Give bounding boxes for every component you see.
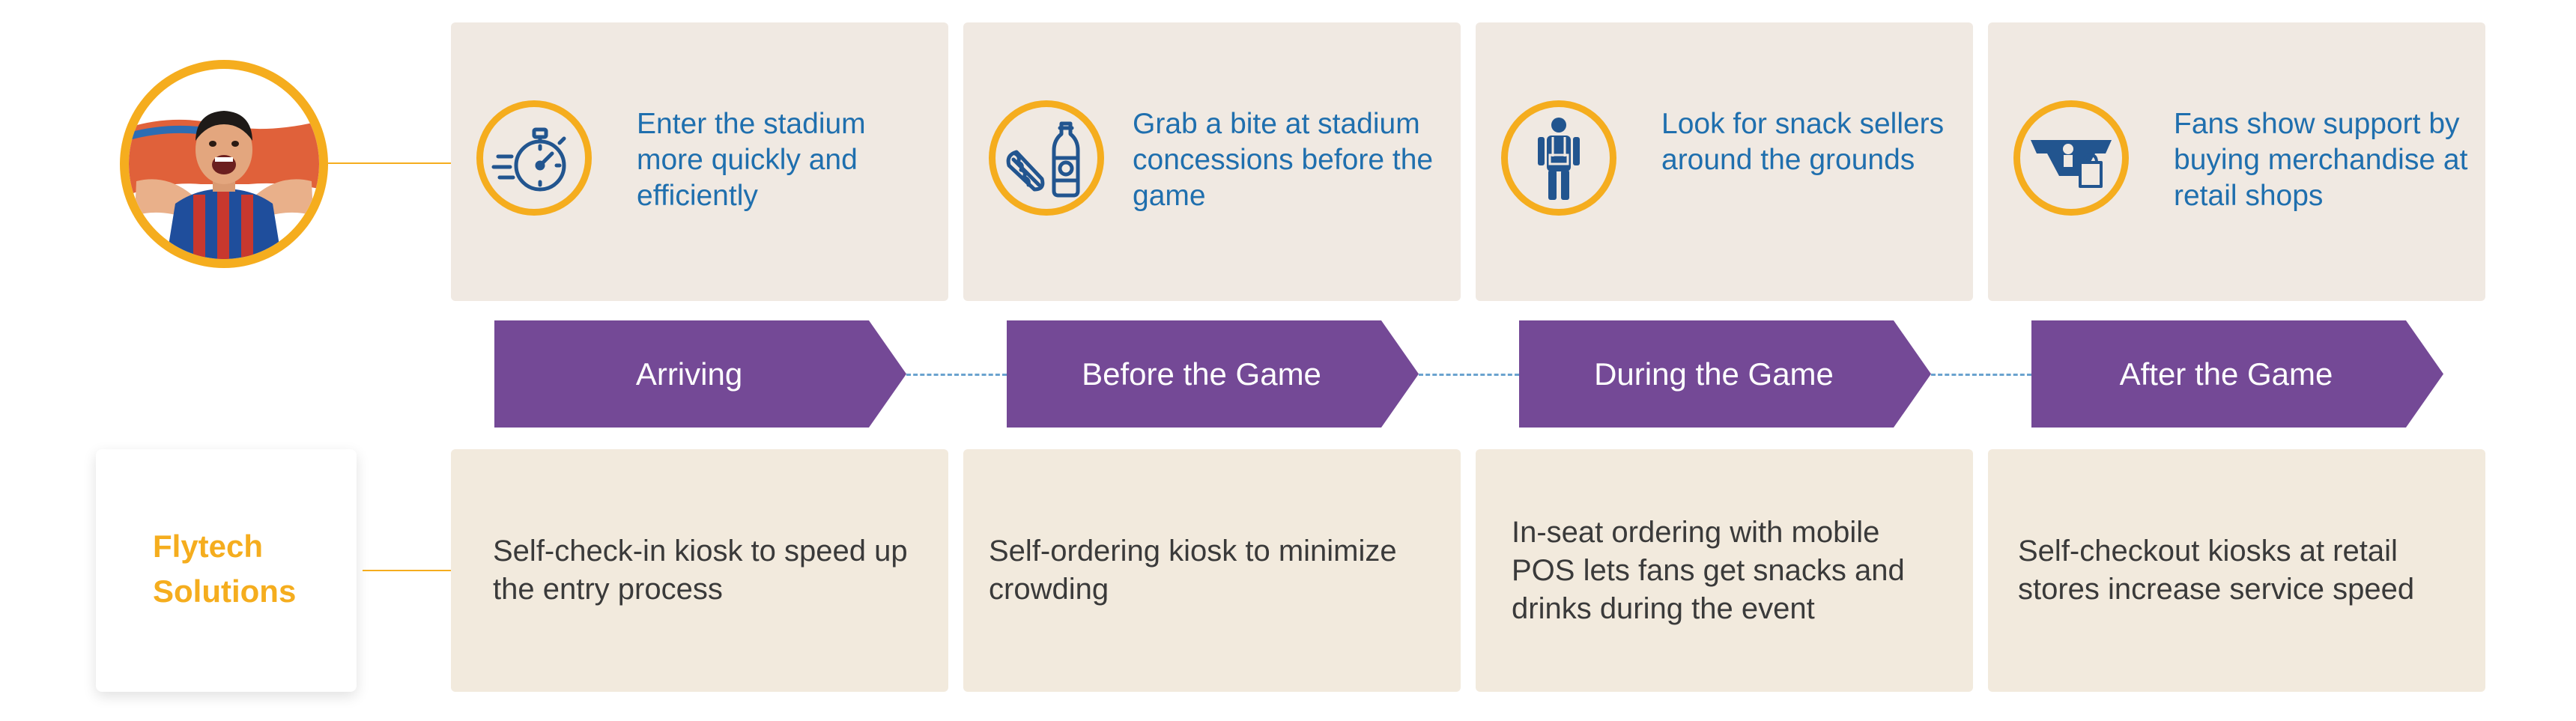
touchpoint-card-after-game: Fans show support by buying merchandise …	[1988, 22, 2485, 301]
solutions-label: Flytech Solutions	[153, 524, 296, 614]
solutions-label-card: Flytech Solutions	[96, 449, 357, 692]
solution-card-before-game: Self-ordering kiosk to minimize crowding	[963, 449, 1461, 692]
touchpoint-text: Grab a bite at stadium concessions befor…	[1133, 108, 1434, 212]
fan-avatar	[120, 60, 328, 268]
stage-label: Before the Game	[1082, 356, 1321, 392]
touchpoint-card-arriving: Enter the stadium more quickly and effic…	[451, 22, 948, 301]
avatar-connector-line	[328, 162, 451, 164]
touchpoint-icon-ring	[476, 100, 592, 216]
touchpoint-icon-ring	[2013, 100, 2129, 216]
touchpoint-text: Fans show support by buying merchandise …	[2174, 108, 2468, 212]
solution-card-after-game: Self-checkout kiosks at retail stores in…	[1988, 449, 2485, 692]
stage-label: During the Game	[1594, 356, 1834, 392]
solution-text: Self-checkout kiosks at retail stores in…	[2018, 535, 2415, 606]
solution-card-during-game: In-seat ordering with mobile POS lets fa…	[1476, 449, 1973, 692]
touchpoint-card-before-game: Grab a bite at stadium concessions befor…	[963, 22, 1461, 301]
stage-arrow-arriving: Arriving	[494, 320, 906, 428]
merchandise-shop-icon	[2031, 140, 2112, 188]
stage-label: After the Game	[2119, 356, 2333, 392]
hotdog-soda-icon	[1006, 121, 1080, 198]
stopwatch-icon	[491, 127, 566, 192]
touchpoint-card-during-game: Look for snack sellers around the ground…	[1476, 22, 1973, 301]
solution-text: Self-check-in kiosk to speed up the entr…	[493, 535, 908, 606]
solutions-connector-line	[363, 570, 451, 571]
stage-label: Arriving	[635, 356, 743, 392]
stage-connector	[1419, 374, 1519, 376]
solution-card-arriving: Self-check-in kiosk to speed up the entr…	[451, 449, 948, 692]
fan-avatar-photo	[129, 69, 319, 259]
snack-vendor-icon	[1538, 118, 1580, 200]
stage-connector	[1931, 374, 2031, 376]
solution-text: Self-ordering kiosk to minimize crowding	[989, 535, 1397, 606]
fan-avatar-icon	[129, 111, 319, 259]
stage-connector	[906, 374, 1007, 376]
stage-arrow-before-game: Before the Game	[1007, 320, 1419, 428]
stage-arrow-during-game: During the Game	[1519, 320, 1931, 428]
solution-text: In-seat ordering with mobile POS lets fa…	[1512, 515, 1905, 625]
touchpoint-icon-ring	[1501, 100, 1616, 216]
touchpoint-text: Look for snack sellers around the ground…	[1661, 108, 1945, 176]
touchpoint-icon-ring	[989, 100, 1104, 216]
solutions-label-line1: Flytech	[153, 529, 264, 564]
touchpoint-text: Enter the stadium more quickly and effic…	[637, 108, 866, 212]
solutions-label-line2: Solutions	[153, 574, 297, 609]
stage-arrow-after-game: After the Game	[2031, 320, 2443, 428]
